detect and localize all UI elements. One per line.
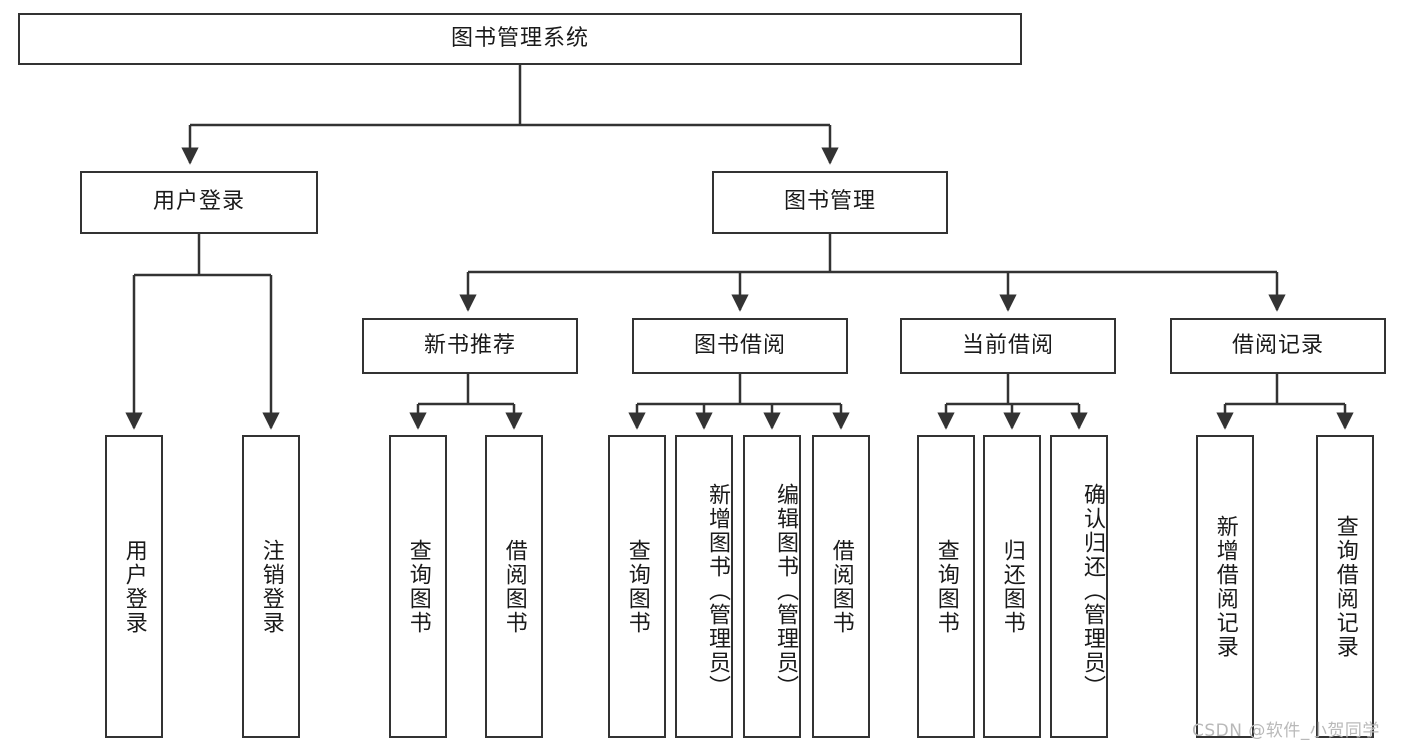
- node-label: 图书借阅: [693, 332, 786, 358]
- leaf-logout[interactable]: 注销登录: [242, 435, 300, 738]
- csdn-watermark: CSDN @软件_小贺同学: [1192, 716, 1380, 741]
- leaf-query-book-current[interactable]: 查询图书: [917, 435, 975, 738]
- leaf-borrow-book-recommendation[interactable]: 借阅图书: [485, 435, 543, 738]
- node-label: 查询图书: [405, 538, 431, 635]
- node-label: 借阅图书: [501, 538, 527, 635]
- node-user-login[interactable]: 用户登录: [80, 171, 318, 234]
- node-label: 新书推荐: [423, 332, 516, 358]
- node-label: 图书管理: [783, 189, 876, 215]
- node-label: 图书管理系统: [450, 25, 589, 51]
- node-borrowing-record[interactable]: 借阅记录: [1170, 318, 1386, 374]
- leaf-add-borrow-record[interactable]: 新增借阅记录: [1196, 435, 1254, 738]
- node-label: 查询图书: [624, 538, 650, 635]
- node-new-book-recommendation[interactable]: 新书推荐: [362, 318, 578, 374]
- node-book-management[interactable]: 图书管理: [712, 171, 948, 234]
- node-label: 查询图书: [933, 538, 959, 635]
- node-book-borrowing[interactable]: 图书借阅: [632, 318, 848, 374]
- leaf-query-book-recommendation[interactable]: 查询图书: [389, 435, 447, 738]
- leaf-query-borrow-record[interactable]: 查询借阅记录: [1316, 435, 1374, 738]
- node-label: 注销登录: [258, 538, 284, 635]
- node-label: 新增借阅记录: [1212, 514, 1238, 659]
- leaf-edit-book-admin[interactable]: 编辑图书（管理员）: [743, 435, 801, 738]
- leaf-user-login[interactable]: 用户登录: [105, 435, 163, 738]
- node-label: 用户登录: [121, 538, 147, 635]
- node-root-book-management-system[interactable]: 图书管理系统: [18, 13, 1022, 65]
- leaf-confirm-return-admin[interactable]: 确认归还（管理员）: [1050, 435, 1108, 738]
- node-label: 编辑图书（管理员）: [773, 482, 798, 699]
- leaf-query-book-borrowing[interactable]: 查询图书: [608, 435, 666, 738]
- node-label: 归还图书: [999, 538, 1025, 635]
- node-label: 当前借阅: [961, 332, 1054, 358]
- node-label: 新增图书（管理员）: [705, 482, 730, 699]
- node-label: 借阅记录: [1231, 332, 1324, 358]
- node-label: 用户登录: [152, 189, 245, 215]
- watermark-text: CSDN @软件_小贺同学: [1192, 721, 1380, 741]
- node-current-borrowing[interactable]: 当前借阅: [900, 318, 1116, 374]
- node-label: 确认归还（管理员）: [1080, 482, 1105, 699]
- node-label: 借阅图书: [828, 538, 854, 635]
- leaf-borrow-book-borrowing[interactable]: 借阅图书: [812, 435, 870, 738]
- node-label: 查询借阅记录: [1332, 514, 1358, 659]
- leaf-add-book-admin[interactable]: 新增图书（管理员）: [675, 435, 733, 738]
- leaf-return-book[interactable]: 归还图书: [983, 435, 1041, 738]
